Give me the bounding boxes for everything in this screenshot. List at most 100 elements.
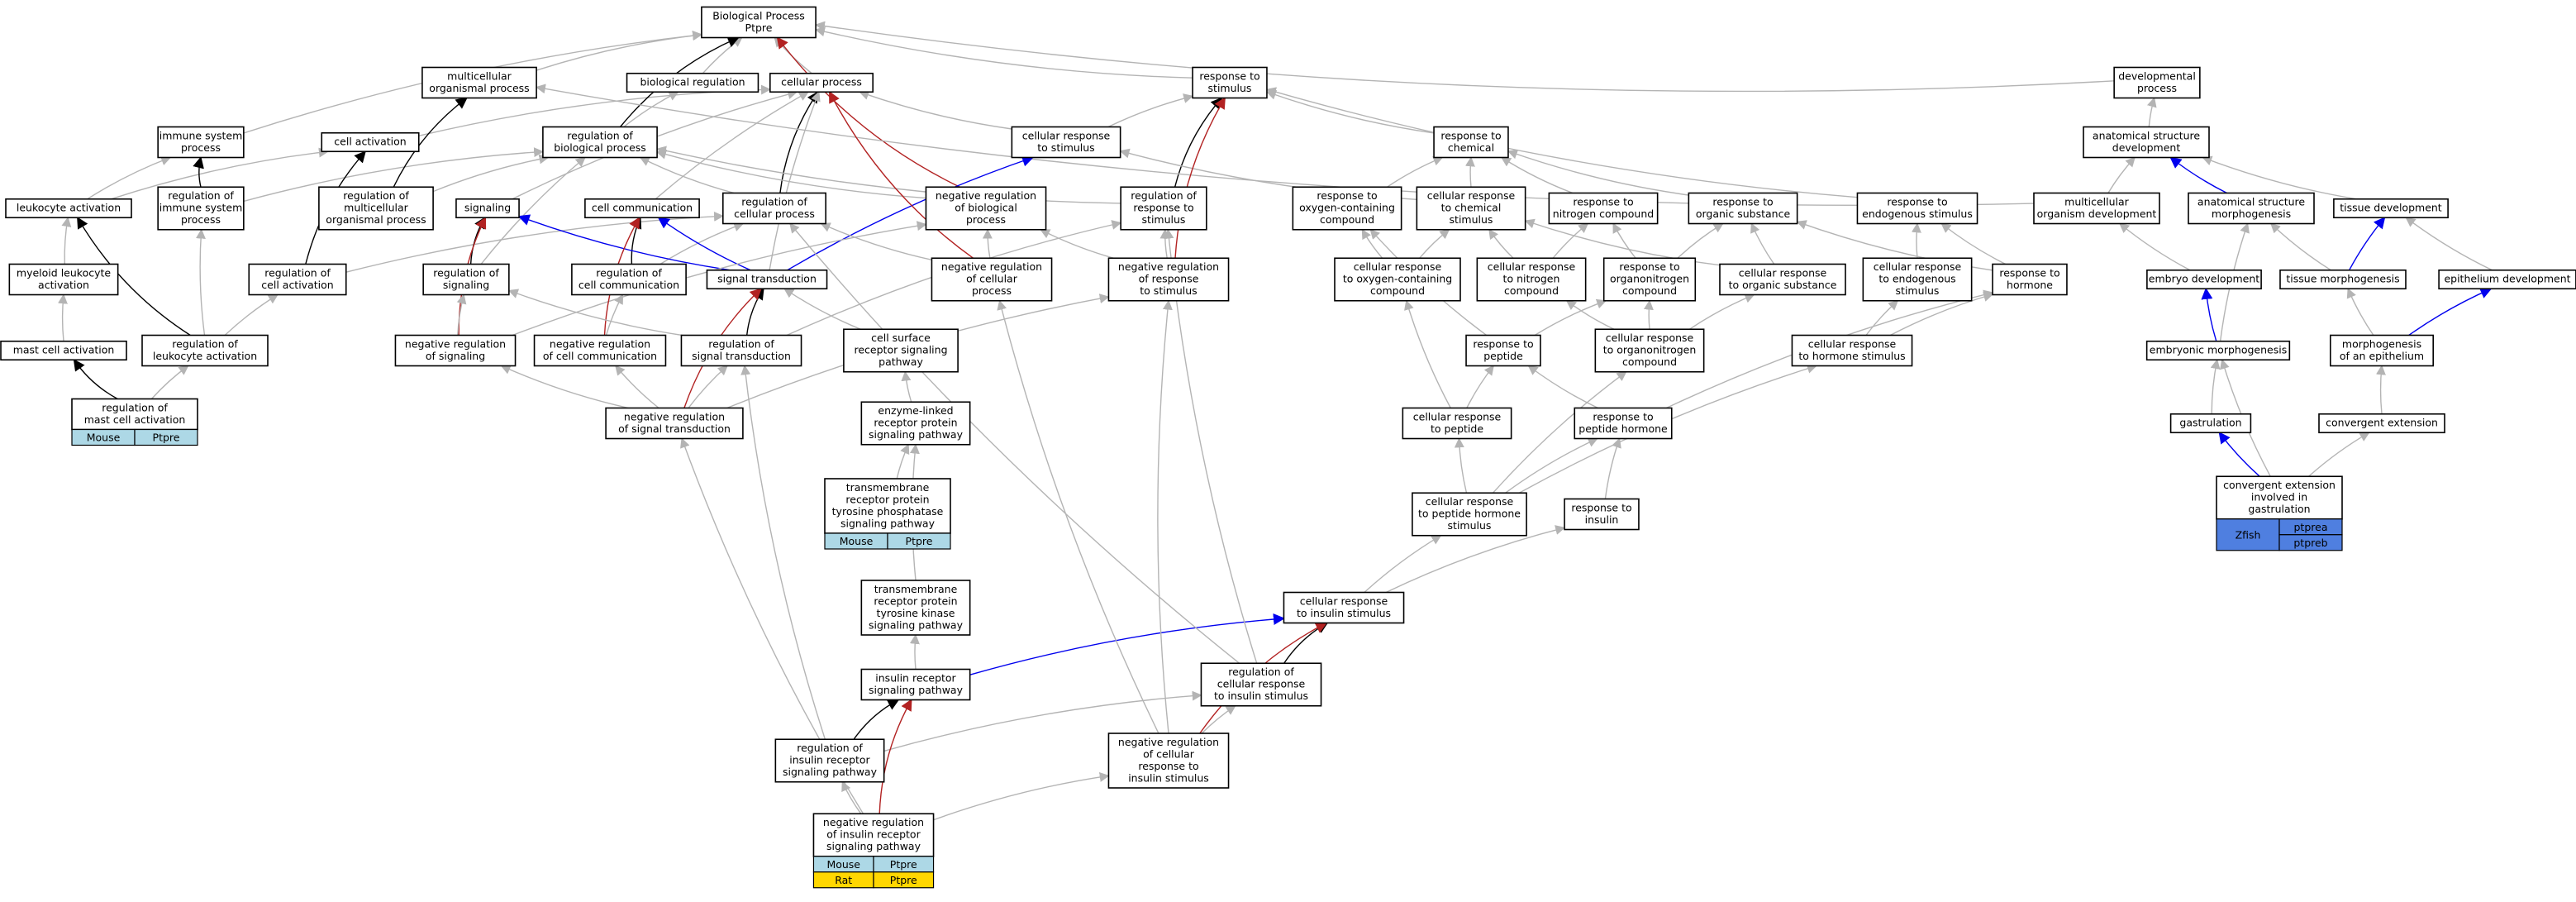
go-term-embryonic-morphogenesis[interactable]: embryonic morphogenesis: [2145, 340, 2291, 361]
go-term-gastrulation[interactable]: gastrulation: [2169, 413, 2252, 434]
go-term-mast-cell-activation[interactable]: mast cell activation: [0, 340, 127, 361]
gene-cell-text: Ptpre: [890, 874, 917, 886]
go-term-label: gastrulation: [2248, 503, 2310, 515]
go-term-label: signaling pathway: [869, 428, 964, 441]
edge-regulation-of-cell-activation-to-regulation-of-cellular-process: [345, 211, 724, 273]
edge-response-to-organonitrogen-compound-to-response-to-organic-substance: [1677, 222, 1724, 259]
go-term-label: stimulus: [1450, 213, 1493, 226]
go-term-signaling[interactable]: signaling: [455, 198, 520, 219]
go-term-label: cell surface: [871, 332, 931, 344]
go-term-tissue-development[interactable]: tissue development: [2333, 198, 2449, 219]
go-term-label: to insulin stimulus: [1214, 690, 1308, 702]
go-term-convergent-extension[interactable]: convergent extension: [2318, 413, 2445, 434]
go-term-box: [394, 334, 517, 367]
go-term-cell-activation[interactable]: cell activation: [321, 131, 420, 153]
go-term-biological-regulation[interactable]: biological regulation: [626, 72, 759, 93]
edge-tissue-development-to-anatomical-structure-development: [2202, 155, 2357, 200]
go-term-cellular-process[interactable]: cellular process: [769, 72, 874, 93]
go-term-epithelium-development[interactable]: epithelium development: [2438, 269, 2576, 290]
edge-negative-regulation-of-cellular-process-to-cellular-process: [829, 91, 974, 259]
go-term-label: anatomical structure: [2197, 195, 2305, 208]
go-term-signal-transduction[interactable]: signal transduction: [706, 269, 828, 290]
edge-cellular-response-to-insulin-stimulus-to-cellular-response-to-peptide-hormone-stimulus: [1364, 535, 1442, 594]
go-term-label: biological regulation: [640, 76, 745, 88]
go-term-label: gastrulation: [2179, 417, 2241, 429]
go-term-box: [455, 198, 520, 219]
go-term-leukocyte-activation[interactable]: leukocyte activation: [5, 198, 132, 219]
go-term-cell-communication[interactable]: cell communication: [584, 198, 700, 219]
go-term-tissue-morphogenesis[interactable]: tissue morphogenesis: [2279, 269, 2407, 290]
go-term-label: involved in: [2251, 491, 2307, 503]
go-term-label: to stimulus: [1140, 284, 1197, 297]
go-term-box: [542, 126, 658, 159]
go-term-label: compound: [1622, 284, 1677, 297]
go-term-label: stimulus: [1208, 82, 1252, 94]
go-term-box: [1992, 263, 2068, 296]
go-term-box: [248, 263, 347, 296]
go-term-label: cellular response: [1427, 189, 1516, 202]
go-term-embryo-development[interactable]: embryo development: [2146, 269, 2262, 290]
species-cell: Mouse: [824, 532, 888, 550]
go-term-label: immune system: [160, 202, 243, 214]
